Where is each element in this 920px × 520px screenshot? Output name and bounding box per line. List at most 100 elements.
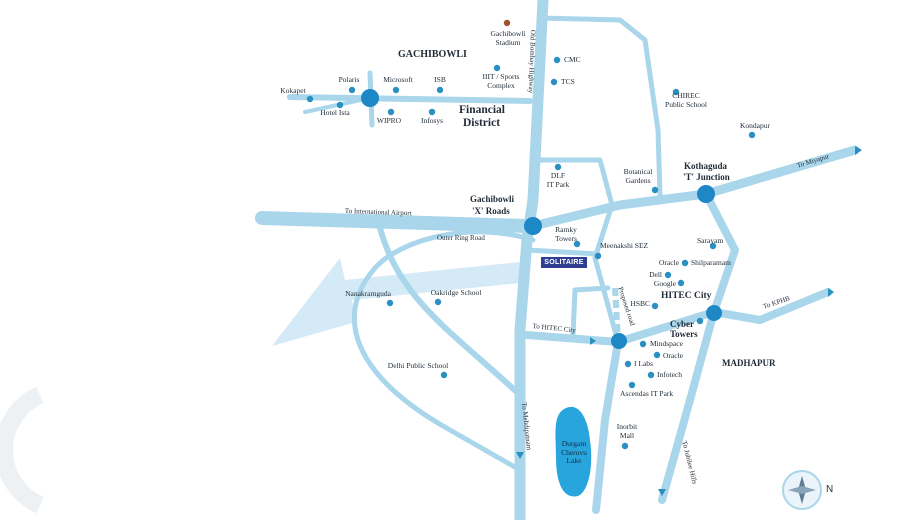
junction-markers	[361, 89, 722, 349]
dot-botanical	[651, 186, 659, 194]
compass-north-label: N	[826, 484, 834, 495]
dot-oracle-1	[681, 259, 689, 267]
label-cmc: CMC	[564, 55, 581, 64]
road-kothaguda-hitec	[702, 190, 739, 316]
junction-hitec	[706, 305, 722, 321]
area-gachibowli: GACHIBOWLI	[398, 49, 467, 60]
label-dell: Dell	[649, 270, 662, 279]
road-arrows	[516, 146, 862, 496]
label-hsbc: HSBC	[630, 299, 650, 308]
label-ascendas: Ascendas IT Park	[620, 389, 674, 398]
dot-hsbc	[651, 302, 659, 310]
dot-dell	[664, 271, 672, 279]
road-north-loop	[537, 15, 663, 198]
dot-dlf	[554, 163, 562, 171]
dot-microsoft	[392, 86, 400, 94]
dot-cmc	[553, 56, 561, 64]
road-jubilee	[658, 308, 718, 504]
dot-hotel-ista	[336, 101, 344, 109]
label-oracle-1: Oracle	[659, 258, 679, 267]
label-sarayam: Sarayam	[697, 236, 724, 245]
junction-financial	[361, 89, 379, 107]
dot-chirec	[672, 88, 680, 96]
area-madhapur: MADHAPUR	[722, 358, 776, 368]
label-mindspace: Mindspace	[650, 339, 683, 348]
direction-arrow	[272, 258, 530, 346]
dot-cyber-towers	[696, 317, 704, 325]
dot-inorbit	[621, 442, 629, 450]
junction-label-gachibowli-1: Gachibowli	[470, 194, 515, 204]
dot-polaris	[348, 86, 356, 94]
label-oakridge: Oakridge School	[430, 288, 482, 297]
junction-label-kothaguda-1: Kothaguda	[684, 161, 728, 171]
dot-nanakramguda	[386, 299, 394, 307]
lake-shape	[555, 406, 592, 497]
dot-isb	[436, 86, 444, 94]
dot-infotech	[647, 371, 655, 379]
junction-kothaguda	[697, 185, 715, 203]
area-financial-2: District	[463, 117, 501, 129]
label-tcs: TCS	[561, 77, 575, 86]
label-shilparamam: Shilparamam	[691, 258, 731, 267]
dot-infosys	[428, 108, 436, 116]
junction-label-gachibowli-2: 'X' Roads	[472, 206, 510, 216]
label-nanakramguda: Nanakramguda	[345, 289, 391, 298]
dot-ramky	[573, 240, 581, 248]
dot-oracle-2	[653, 351, 661, 359]
dot-stadium	[503, 19, 511, 27]
arrow-hitec	[590, 337, 596, 345]
label-kondapur: Kondapur	[740, 121, 770, 130]
label-google: Google	[653, 279, 676, 288]
watermark-arc	[0, 386, 44, 514]
road-dlf	[532, 157, 615, 208]
arrow-kphb	[828, 288, 834, 297]
label-meenakshi: Meenakshi SEZ	[600, 241, 649, 250]
label-oracle-2: Oracle	[663, 351, 683, 360]
road-orr	[351, 229, 536, 473]
dot-google	[677, 279, 685, 287]
dot-sarayam	[709, 242, 717, 250]
arrow-jubilee	[658, 489, 666, 496]
label-isb: ISB	[434, 75, 446, 84]
dot-oakridge	[434, 298, 442, 306]
area-financial-1: Financial	[459, 104, 506, 116]
road-label-orr: Outer Ring Road	[437, 234, 485, 242]
dot-kokapet	[306, 95, 314, 103]
dot-ascendas	[628, 381, 636, 389]
junction-label-hitec: HITEC City	[661, 291, 712, 301]
road-solitaire-link	[524, 247, 601, 257]
dot-kondapur	[748, 131, 756, 139]
junction-label-kothaguda-2: 'T' Junction	[683, 172, 730, 182]
road-proposed	[612, 287, 621, 341]
label-infosys: Infosys	[420, 116, 444, 125]
label-kokapet: Kokapet	[280, 86, 306, 95]
label-infotech: Infotech	[657, 370, 682, 379]
junction-cyber	[611, 333, 627, 349]
arrow-mehdipatnam	[516, 452, 524, 459]
road-network	[255, 0, 860, 520]
label-ilabs: I Labs	[634, 359, 653, 368]
label-delhi-public: Delhi Public School	[387, 361, 449, 370]
dot-delhi-public	[440, 371, 448, 379]
dot-mindspace	[639, 340, 647, 348]
dot-meenakshi	[594, 252, 602, 260]
road-south	[592, 338, 622, 514]
landmark-dots	[306, 19, 756, 450]
dot-iiit	[493, 64, 501, 72]
label-microsoft: Microsoft	[383, 75, 413, 84]
road-oakridge	[377, 225, 523, 398]
road-financial-h	[287, 94, 533, 104]
dot-wipro	[387, 108, 395, 116]
road-meenakshi	[592, 202, 621, 345]
road-hsbc-link	[570, 285, 611, 338]
solitaire-marker[interactable]: SOLITAIRE	[541, 257, 587, 268]
